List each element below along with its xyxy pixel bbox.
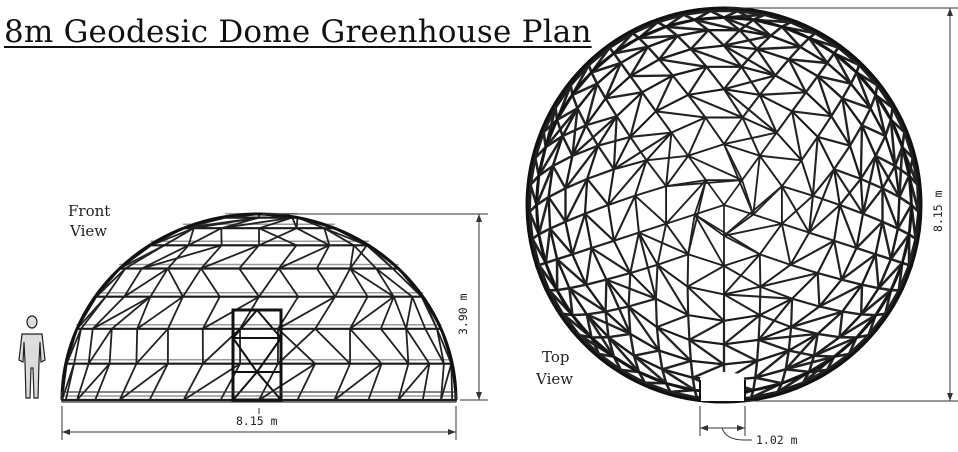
top-diameter-label: 8.15 m	[931, 190, 945, 232]
top-diameter-dimension	[727, 7, 958, 402]
front-width-dimension	[61, 406, 457, 440]
plan-title: 8m Geodesic Dome Greenhouse Plan	[4, 14, 592, 50]
person-figure	[18, 315, 46, 399]
front-view-label-2: View	[69, 222, 107, 240]
top-dome-lattice	[525, 6, 923, 404]
entry-width-dimension	[699, 406, 752, 441]
top-view-dome	[525, 6, 923, 404]
top-view-label-2: View	[535, 370, 573, 388]
top-view-label-1: Top	[542, 348, 569, 366]
front-height-dimension	[263, 213, 488, 401]
front-base-ring	[61, 391, 457, 403]
front-view-dome	[60, 212, 458, 403]
front-dome-lattice	[60, 212, 458, 402]
front-width-label: 8.15 m	[236, 414, 278, 428]
front-height-label: 3.90 m	[456, 293, 470, 335]
entry-width-label: 1.02 m	[756, 433, 798, 447]
front-view-label-1: Front	[68, 202, 110, 220]
front-door	[231, 308, 283, 402]
